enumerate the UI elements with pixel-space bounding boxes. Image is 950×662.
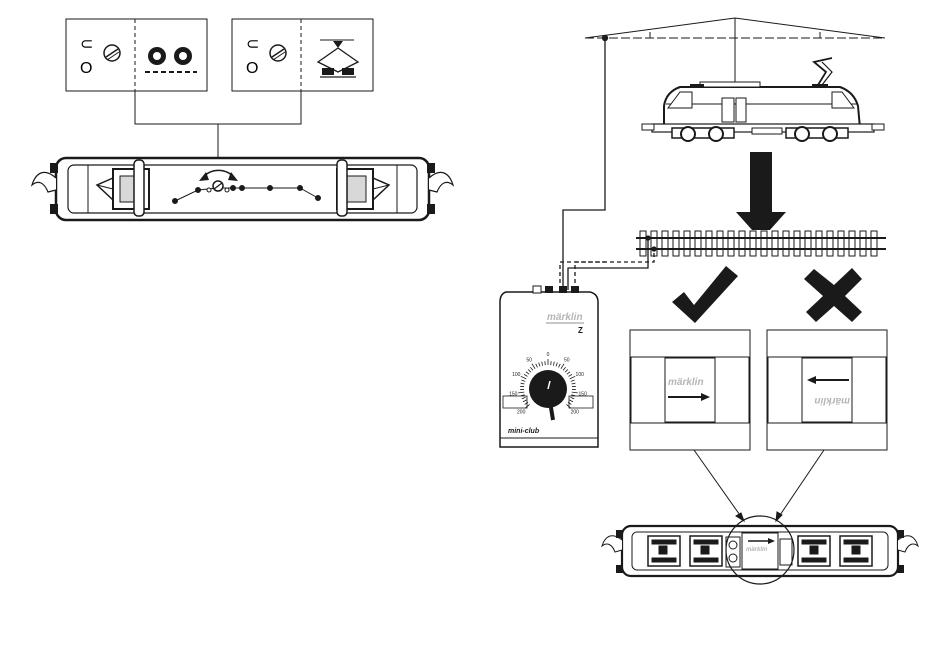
track-sleeper bbox=[783, 231, 789, 256]
track-sleeper bbox=[739, 231, 745, 256]
track-sleeper bbox=[706, 231, 712, 256]
track-sleeper bbox=[816, 231, 822, 256]
panel-incorrect-brand: märklin bbox=[814, 395, 850, 406]
track-sleeper bbox=[860, 231, 866, 256]
track-sleeper bbox=[750, 231, 756, 256]
dial-label: 200 bbox=[517, 409, 526, 415]
dial-label: 150 bbox=[579, 392, 588, 398]
track-sleeper bbox=[728, 231, 734, 256]
detail-pointer-lines bbox=[694, 450, 824, 521]
controller-gauge-label: Z bbox=[578, 326, 583, 335]
dial-label: 100 bbox=[512, 372, 521, 378]
track-sleeper bbox=[662, 231, 668, 256]
track-sleeper bbox=[640, 231, 646, 256]
track-sleeper bbox=[684, 231, 690, 256]
dial-label: 50 bbox=[526, 357, 532, 363]
controller-brand-logo: märklin bbox=[547, 312, 583, 323]
track-sleeper bbox=[849, 231, 855, 256]
switch-symbol-lower-2: O bbox=[246, 60, 258, 77]
electric-locomotive bbox=[642, 58, 884, 141]
cross-icon bbox=[804, 268, 862, 322]
dial-label: 200 bbox=[571, 409, 580, 415]
screw-icon bbox=[270, 45, 286, 61]
panel-correct: märklin bbox=[630, 330, 750, 450]
track-sleeper bbox=[772, 231, 778, 256]
check-icon bbox=[672, 266, 738, 323]
switch-symbol-upper: ⊂ bbox=[80, 36, 93, 53]
track-sleeper bbox=[717, 231, 723, 256]
switch-symbol-lower: O bbox=[80, 60, 92, 77]
speed-controller: märklin Z 200 150 100 50 0 50 100 150 200 mini-c… bbox=[500, 286, 598, 447]
dial-label: 150 bbox=[509, 392, 518, 398]
screw-icon bbox=[104, 45, 120, 61]
switch-symbol-upper-2: ⊂ bbox=[246, 36, 259, 53]
panel-correct-brand: märklin bbox=[668, 377, 704, 388]
track-sleeper bbox=[794, 231, 800, 256]
detail-brand-label: märklin bbox=[746, 547, 768, 553]
track-sleeper bbox=[827, 231, 833, 256]
dial-label: 0 bbox=[547, 352, 550, 358]
dial-label: 100 bbox=[576, 372, 585, 378]
panel-incorrect: märklin bbox=[767, 330, 887, 450]
track-section bbox=[636, 230, 886, 256]
locomotive-underside bbox=[32, 158, 453, 220]
down-arrow-icon bbox=[736, 152, 786, 240]
track-sleeper bbox=[805, 231, 811, 256]
track-sleeper bbox=[651, 231, 657, 256]
track-sleeper bbox=[871, 231, 877, 256]
switch-box-wheels: ⊂ O bbox=[66, 19, 207, 91]
controller-model-label: mini-club bbox=[508, 428, 540, 435]
dial-label: 50 bbox=[564, 357, 570, 363]
switch-box-catenary: ⊂ O bbox=[232, 19, 373, 91]
track-sleeper bbox=[673, 231, 679, 256]
track-sleeper bbox=[695, 231, 701, 256]
track-sleeper bbox=[761, 231, 767, 256]
track-sleeper bbox=[838, 231, 844, 256]
locomotive-underside-detail: märklin bbox=[602, 516, 918, 584]
